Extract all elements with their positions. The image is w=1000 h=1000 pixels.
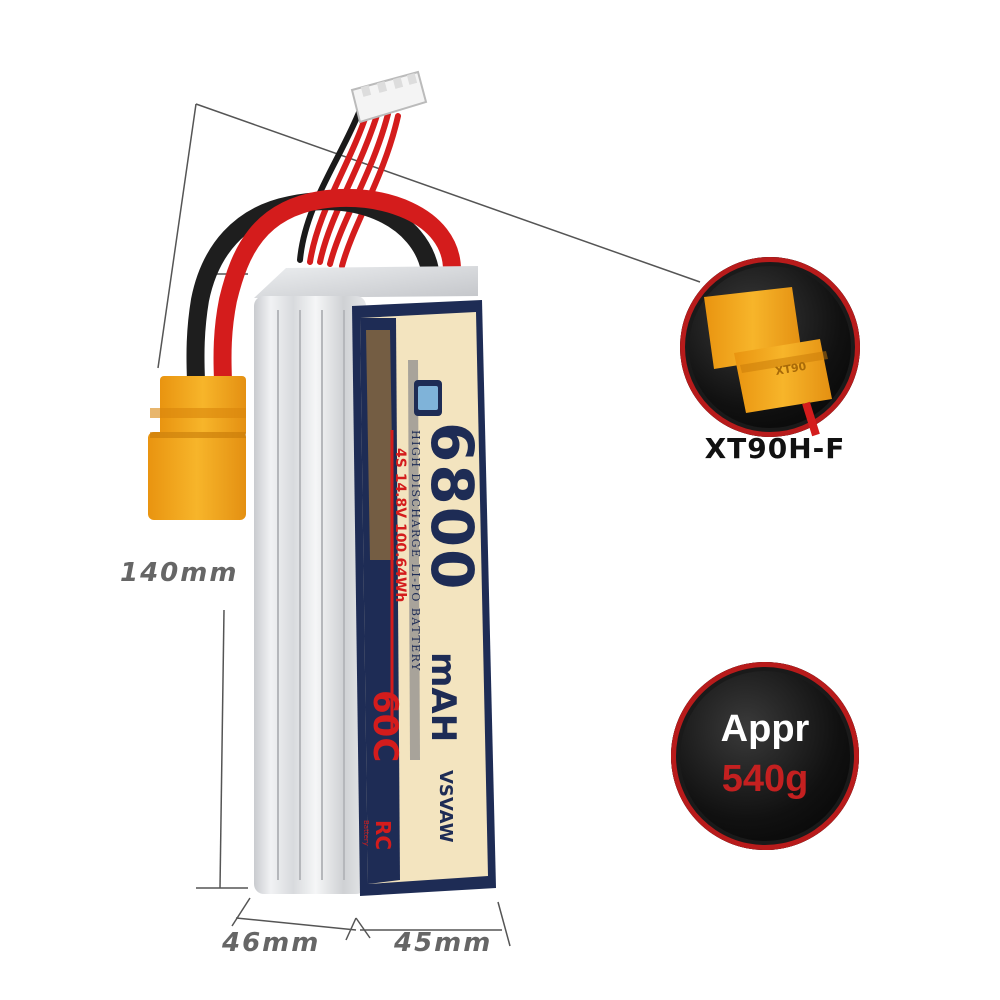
capacity-unit-text: mAH — [423, 652, 463, 742]
pack-label-text: 6800 mAH HIGH DISCHARGE LI-PO BATTERY 4S… — [362, 422, 486, 850]
xt90-connector-icon: XT90 — [704, 287, 832, 437]
balance-plug-icon — [350, 70, 428, 124]
series-sub-text: Battery — [362, 820, 370, 846]
xt90-connector-icon — [148, 376, 246, 520]
connector-badge: XT90 — [680, 257, 860, 437]
dimension-lines — [157, 103, 701, 947]
balance-wires — [297, 107, 401, 269]
series-badge-text: RC — [371, 820, 395, 850]
brand-text: VSVAW — [435, 770, 456, 843]
main-leads — [186, 188, 461, 389]
dimension-height: 45mm — [394, 928, 493, 958]
discharge-rate-text: 60C — [365, 690, 405, 762]
dimension-length: 140mm — [120, 558, 239, 588]
descriptor-text: HIGH DISCHARGE LI-PO BATTERY — [409, 430, 422, 672]
battery-pack — [254, 266, 496, 896]
connector-label: XT90H-F — [704, 432, 846, 465]
weight-value: 540g — [721, 758, 809, 800]
capacity-text: 6800 — [418, 422, 486, 591]
dimension-width: 46mm — [222, 928, 321, 958]
weight-badge: Appr 540g — [671, 662, 859, 850]
weight-prefix: Appr — [720, 708, 810, 750]
connector-body-mark: XT90 — [774, 360, 807, 378]
spec-line-text: 4S 14.8V 100.64Wh — [392, 448, 408, 602]
